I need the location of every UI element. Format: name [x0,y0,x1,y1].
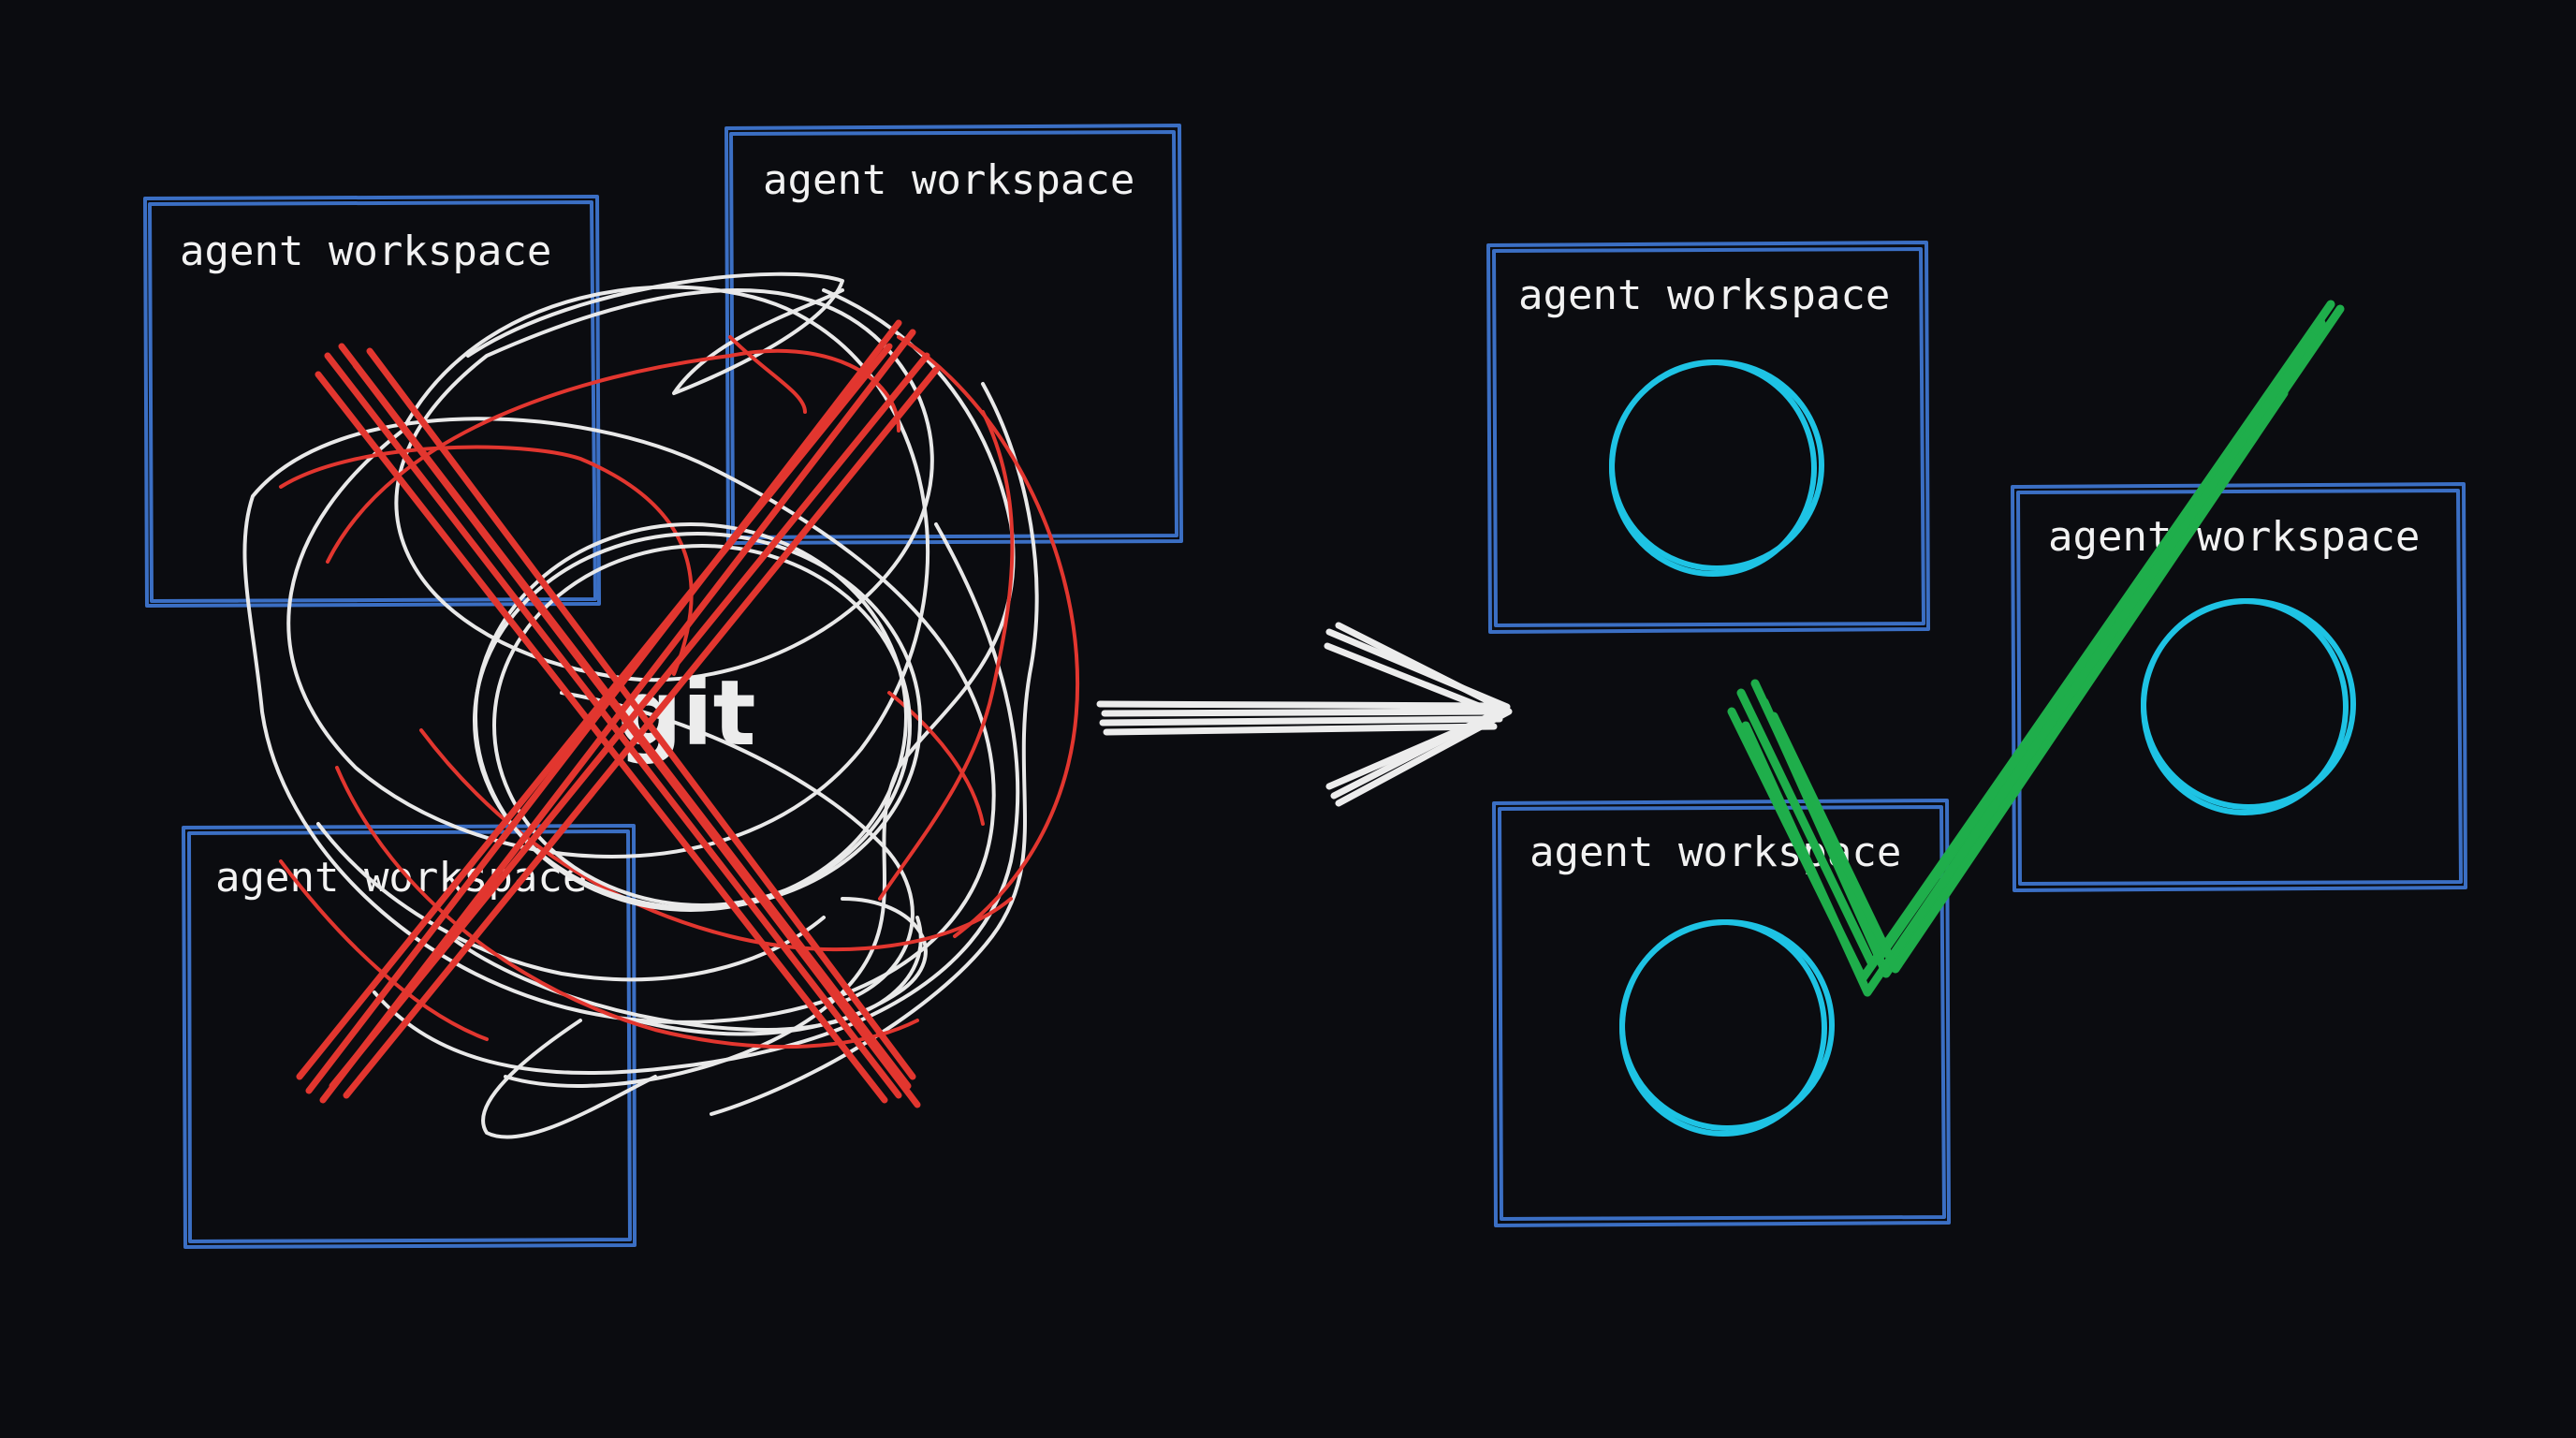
left-workspace-3-label: agent workspace [215,854,587,902]
right-workspace-1-label: agent workspace [1518,271,1890,319]
right-arrow-icon [1096,622,1513,807]
left-workspace-2-label: agent workspace [763,156,1134,204]
left-workspace-3: agent workspace [182,824,637,1249]
left-workspace-2-frame [724,124,1183,545]
left-workspace-1: agent workspace [143,195,601,608]
circle-icon [2141,598,2356,815]
left-workspace-1-frame [143,195,601,608]
left-workspace-1-label: agent workspace [180,227,551,275]
circle-icon [1609,360,1824,577]
right-workspace-1-frame [1486,241,1930,634]
right-panel: agent workspace agent workspace agent wo… [1486,241,2467,1227]
left-workspace-2: agent workspace [724,124,1183,545]
right-workspace-2-label: agent workspace [2048,513,2420,561]
right-workspace-3: agent workspace [1492,799,1951,1227]
left-panel: agent workspace agent workspace agent wo… [143,124,1183,1249]
git-hub-ring-2 [474,522,908,912]
red-x-icon [296,319,940,1108]
right-workspace-2: agent workspace [2011,482,2467,892]
circle-icon [1619,919,1835,1137]
right-workspace-1: agent workspace [1486,241,1930,634]
left-workspace-3-frame [182,824,637,1249]
green-check-icon [1727,300,2345,997]
git-hub-ring-3 [492,544,912,907]
